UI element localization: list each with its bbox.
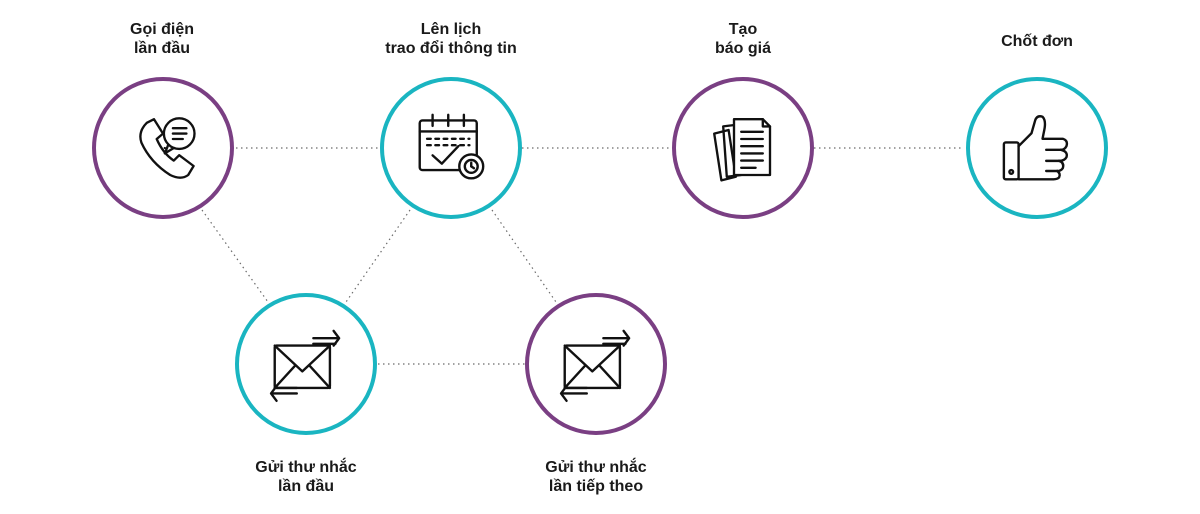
label-schedule: Lên lịch trao đổi thông tin xyxy=(341,20,561,58)
label-first-call-line1: Gọi điện xyxy=(130,21,194,38)
label-reminder-first-line1: Gửi thư nhắc xyxy=(255,459,357,476)
step-schedule xyxy=(380,77,522,219)
step-reminder-first xyxy=(235,293,377,435)
label-first-call-line2: lần đầu xyxy=(133,40,190,57)
step-close xyxy=(966,77,1108,219)
label-reminder-next: Gửi thư nhắc lần tiếp theo xyxy=(486,458,706,496)
mail-exchange-icon xyxy=(559,329,631,402)
label-quote-line1: Tạo xyxy=(728,21,758,38)
calendar-check-icon xyxy=(418,113,485,180)
step-reminder-next xyxy=(525,293,667,435)
label-close-line1: Chốt đơn xyxy=(1001,33,1073,50)
documents-icon xyxy=(713,118,772,182)
label-schedule-line2: trao đổi thông tin xyxy=(385,40,517,57)
label-close: Chốt đơn xyxy=(927,32,1147,51)
label-first-call: Gọi điện lần đầu xyxy=(52,20,272,58)
step-quote xyxy=(672,77,814,219)
connector-schedule-reminder1 xyxy=(345,209,411,303)
label-reminder-first: Gửi thư nhắc lần đầu xyxy=(196,458,416,496)
label-schedule-line1: Lên lịch xyxy=(420,21,482,38)
label-quote-line2: báo giá xyxy=(714,40,771,57)
label-reminder-next-line2: lần tiếp theo xyxy=(548,478,644,495)
label-reminder-next-line1: Gửi thư nhắc xyxy=(545,459,647,476)
step-first-call xyxy=(92,77,234,219)
connector-call-reminder1 xyxy=(201,209,269,303)
thumbs-up-icon xyxy=(1002,115,1069,181)
connector-schedule-reminder2 xyxy=(491,209,557,303)
label-quote: Tạo báo giá xyxy=(633,20,853,58)
phone-chat-icon xyxy=(139,117,196,179)
mail-exchange-icon xyxy=(269,329,341,402)
label-reminder-first-line2: lần đầu xyxy=(277,478,334,495)
